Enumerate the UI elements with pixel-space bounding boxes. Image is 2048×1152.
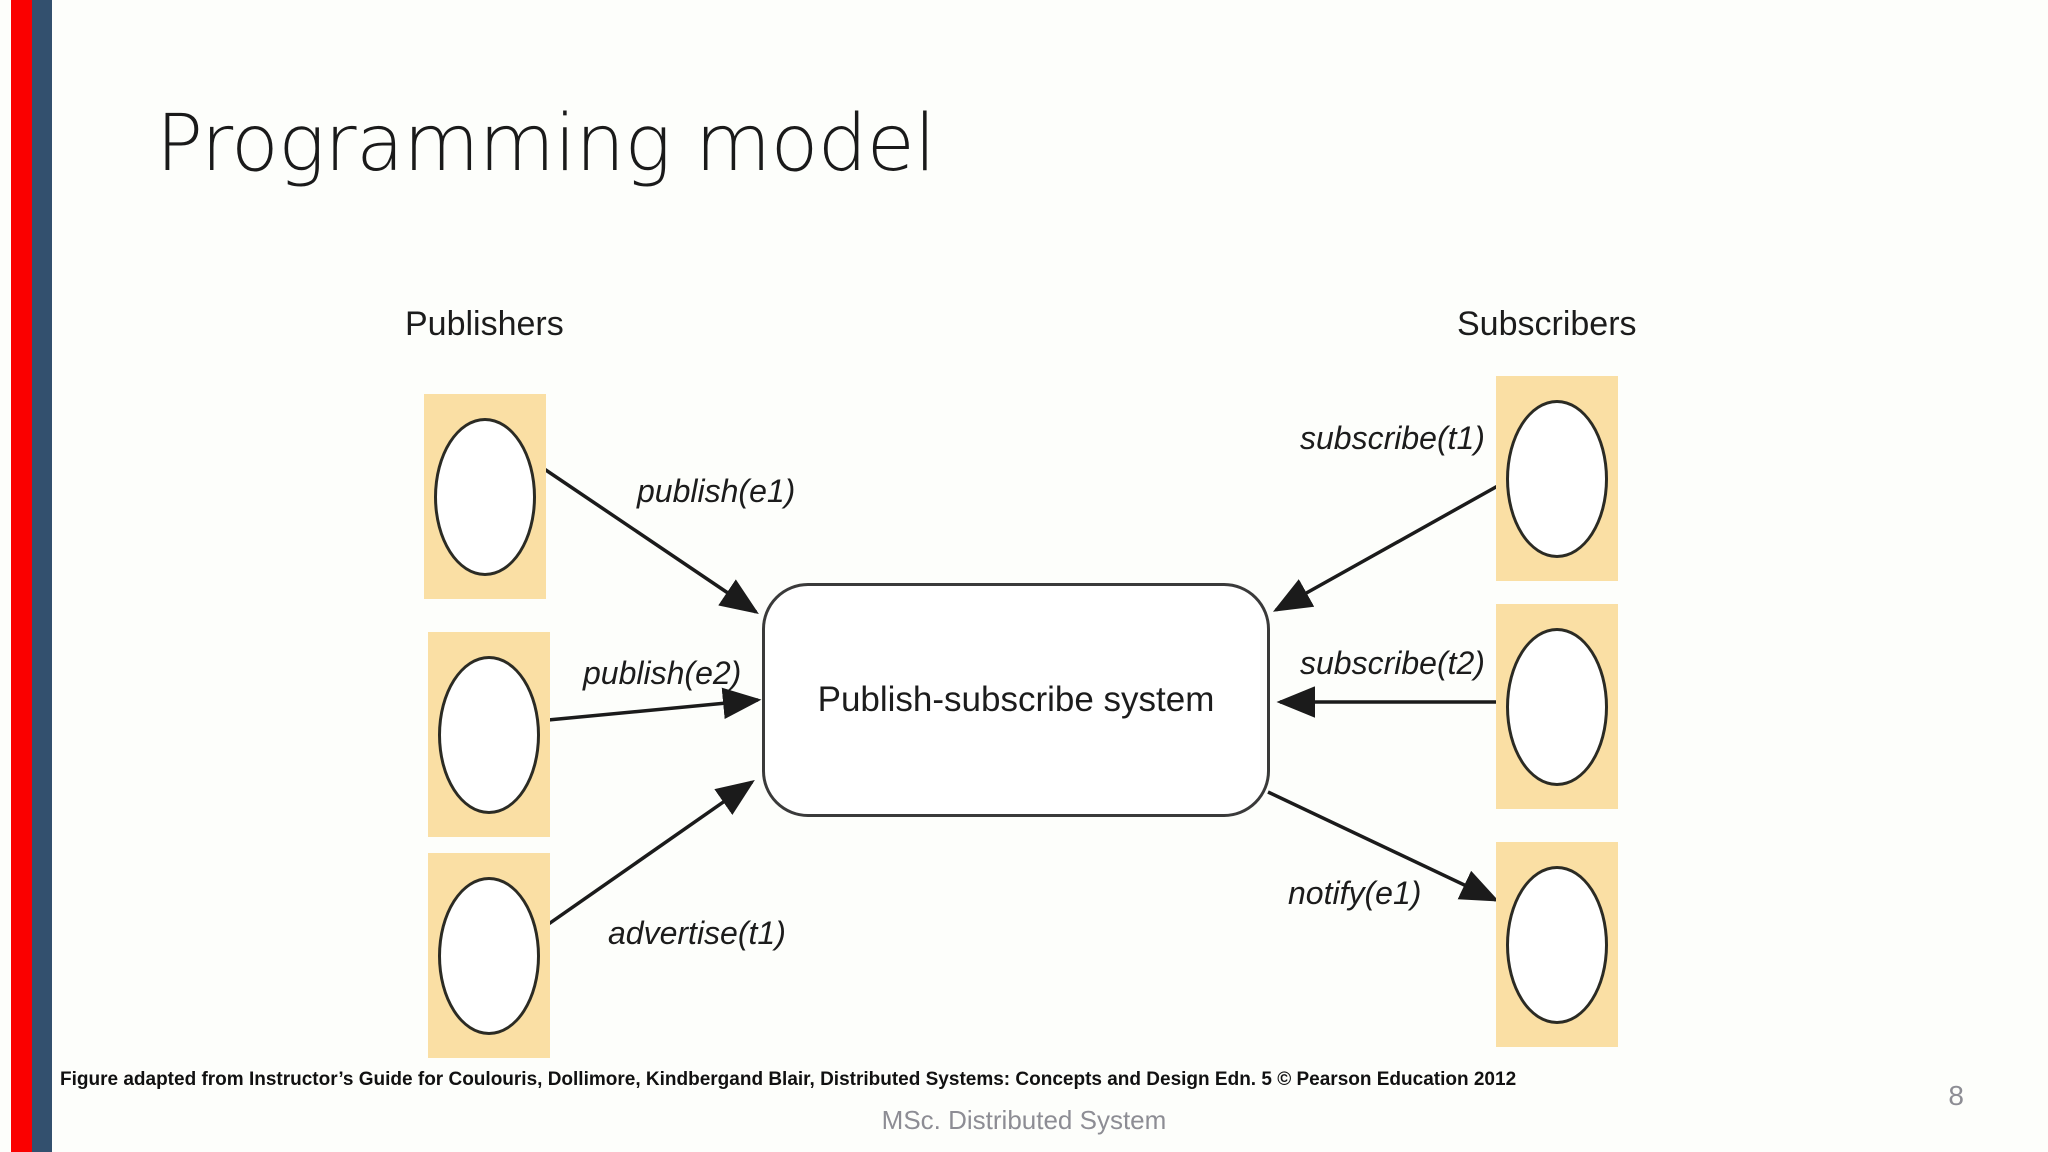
subscriber-node-s3[interactable]: [1496, 842, 1618, 1047]
publish-subscribe-system-label: Publish-subscribe system: [817, 680, 1215, 719]
arrow-notify-e1: [1267, 790, 1500, 902]
page-title: Programming model: [156, 99, 936, 189]
arrow-subscribe-t1: [1272, 476, 1513, 612]
group-label-publishers: Publishers: [405, 305, 564, 343]
edge-label-publish-e1: publish(e1): [637, 473, 796, 509]
edge-label-advertise-t1: advertise(t1): [608, 915, 786, 951]
subscriber-node-s2[interactable]: [1496, 604, 1618, 809]
figure-caption: Figure adapted from Instructor’s Guide f…: [60, 1069, 1517, 1090]
accent-stripe-blue: [32, 0, 52, 1152]
arrow-publish-e1: [527, 456, 759, 614]
subscriber-ellipse-s2: [1506, 627, 1608, 786]
group-label-subscribers: Subscribers: [1457, 305, 1637, 343]
publisher-node-p3[interactable]: [428, 853, 550, 1058]
publish-subscribe-system-box[interactable]: Publish-subscribe system: [762, 583, 1270, 817]
subscriber-ellipse-s3: [1506, 865, 1608, 1024]
arrow-publish-e2: [547, 687, 762, 722]
edge-label-publish-e2: publish(e2): [583, 655, 742, 691]
publisher-node-p1[interactable]: [424, 394, 546, 599]
accent-stripe-red: [11, 0, 32, 1152]
slide-number: 8: [1948, 1080, 1964, 1111]
subscriber-node-s1[interactable]: [1496, 376, 1618, 581]
slide-footer: MSc. Distributed System: [881, 1105, 1167, 1135]
subscriber-ellipse-s1: [1506, 399, 1608, 558]
publisher-ellipse-p2: [438, 655, 540, 814]
publisher-node-p2[interactable]: [428, 632, 550, 837]
edge-label-subscribe-t1: subscribe(t1): [1300, 420, 1485, 456]
arrow-advertise-t1: [538, 779, 755, 932]
edge-label-subscribe-t2: subscribe(t2): [1300, 645, 1485, 681]
edge-label-notify-e1: notify(e1): [1288, 875, 1422, 911]
publisher-ellipse-p3: [438, 876, 540, 1035]
publisher-ellipse-p1: [434, 417, 536, 576]
